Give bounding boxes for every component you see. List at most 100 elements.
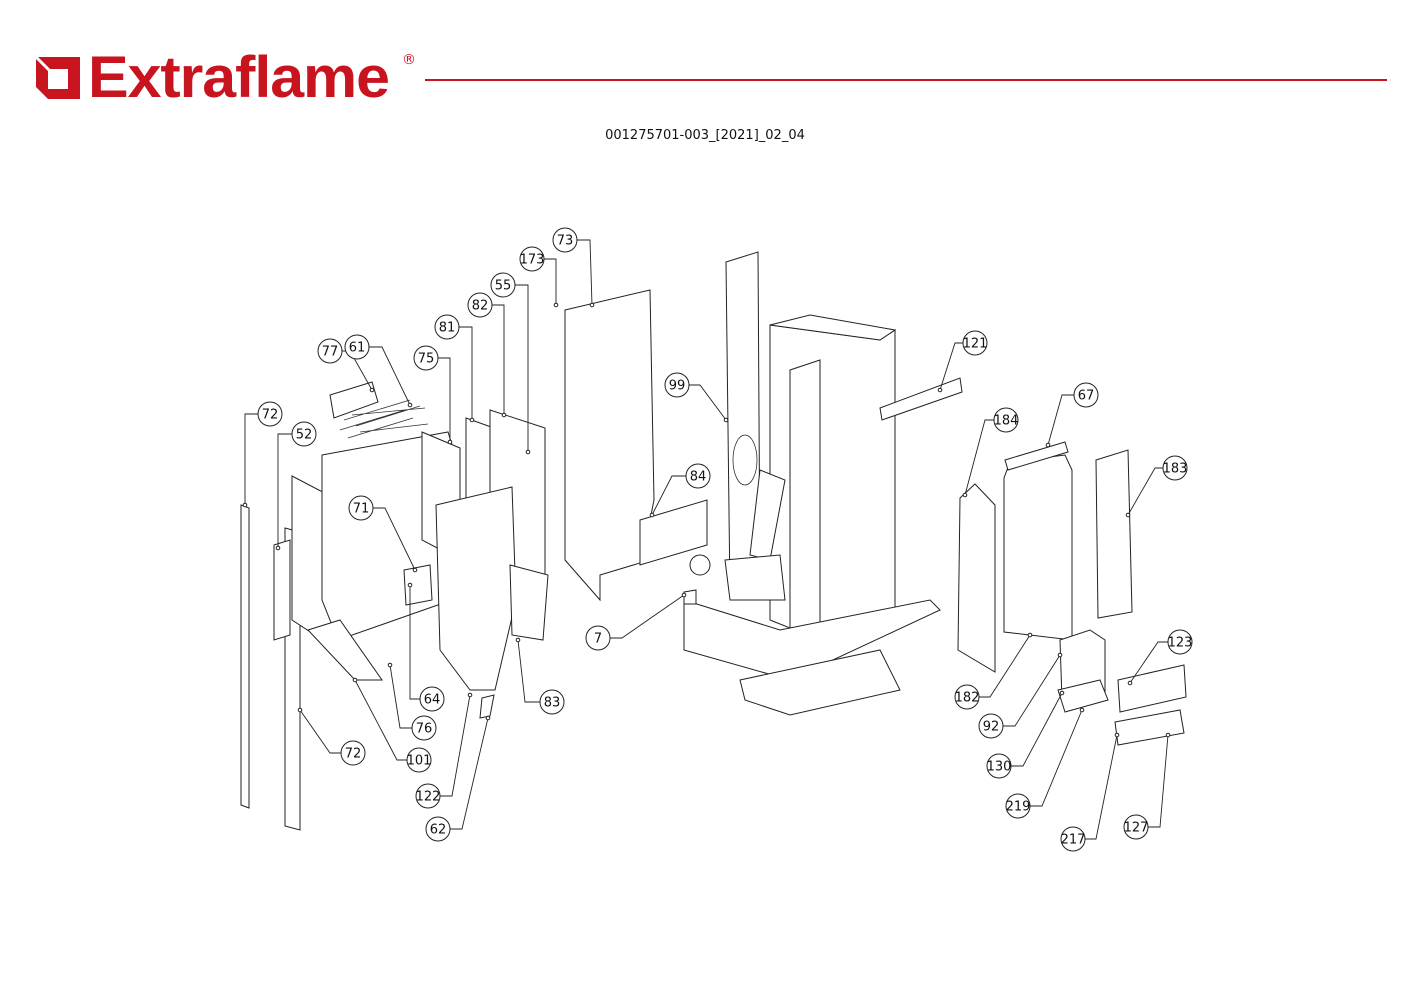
leader-arrow-icon (469, 417, 475, 423)
leader-line (1047, 394, 1074, 446)
leader-line (544, 258, 557, 305)
callout-number: 123 (1168, 636, 1193, 651)
leader-line (517, 639, 540, 703)
callout-number: 184 (994, 414, 1019, 429)
callout-circle (993, 407, 1019, 433)
part-callout-61: 61 (344, 334, 413, 408)
callout-circle (685, 463, 711, 489)
callout-number: 219 (1006, 800, 1031, 815)
part-callout-81: 81 (434, 314, 475, 423)
callout-number: 72 (345, 747, 362, 762)
part-callout-73: 73 (552, 227, 595, 308)
callout-circle (954, 684, 980, 710)
part-callout-75: 75 (413, 345, 453, 445)
part-callout-72: 72 (297, 707, 366, 766)
leader-line (409, 585, 420, 700)
leader-arrow-icon (1127, 680, 1133, 686)
callout-circle (978, 713, 1004, 739)
leader-arrow-icon (387, 662, 393, 668)
part-callout-67: 67 (1045, 382, 1099, 448)
leader-line (354, 679, 407, 761)
part-callout-122: 122 (415, 692, 473, 809)
leader-line (244, 413, 258, 505)
callout-circle (411, 715, 437, 741)
callout-number: 122 (416, 790, 441, 805)
part-callout-83: 83 (515, 637, 565, 715)
callout-circle (986, 753, 1012, 779)
callout-circle (552, 227, 578, 253)
callout-number: 92 (983, 720, 1000, 735)
leader-arrow-icon (962, 492, 968, 498)
leader-line (277, 433, 292, 548)
callout-number: 61 (349, 341, 366, 356)
leader-line (1003, 654, 1061, 727)
leader-line (1127, 467, 1163, 516)
part-callout-127: 127 (1123, 732, 1171, 840)
callout-number: 55 (495, 279, 512, 294)
part-callout-123: 123 (1127, 629, 1193, 686)
part-callout-84: 84 (649, 463, 711, 518)
callout-circle (1123, 814, 1149, 840)
leader-arrow-icon (1125, 512, 1131, 518)
part-callout-121: 121 (937, 330, 988, 393)
leader-arrow-icon (501, 412, 507, 418)
part-callout-77: 77 (317, 338, 375, 393)
callout-circle (539, 689, 565, 715)
callout-number: 101 (407, 754, 432, 769)
callout-circle (1073, 382, 1099, 408)
leader-arrow-icon (297, 707, 303, 713)
leader-line (979, 634, 1031, 698)
part-callout-130: 130 (986, 690, 1065, 779)
leader-line (369, 346, 411, 406)
part-callout-7: 7 (585, 592, 687, 651)
part-callout-55: 55 (490, 272, 531, 455)
brand-logo: Extraflame (34, 48, 390, 108)
leader-arrow-icon (242, 502, 248, 508)
callout-circle (1162, 455, 1188, 481)
leader-arrow-icon (412, 567, 418, 573)
leader-arrow-icon (1027, 632, 1033, 638)
leader-line (577, 239, 593, 306)
callout-number: 121 (963, 337, 988, 352)
callout-number: 72 (262, 408, 279, 423)
leader-arrow-icon (369, 387, 375, 393)
leader-line (610, 594, 685, 639)
part-callout-72: 72 (242, 401, 283, 508)
callout-circle (467, 292, 493, 318)
part-callout-173: 173 (519, 246, 559, 308)
part-callout-219: 219 (1005, 707, 1085, 819)
callout-number: 99 (669, 379, 686, 394)
callout-number: 76 (416, 722, 433, 737)
leader-line (939, 342, 963, 391)
callout-circle (317, 338, 343, 364)
callout-circle (1005, 793, 1031, 819)
leader-line (651, 475, 686, 516)
part-callout-64: 64 (407, 582, 445, 712)
parts (240, 251, 1187, 831)
leader-arrow-icon (1079, 707, 1085, 713)
leader-line (964, 419, 994, 496)
callout-number: 217 (1061, 833, 1086, 848)
leader-arrow-icon (485, 715, 491, 721)
callout-circle (664, 372, 690, 398)
leader-arrow-icon (407, 582, 413, 588)
leader-line (389, 664, 412, 729)
callout-circle (340, 740, 366, 766)
callout-number: 182 (955, 691, 980, 706)
part-callout-99: 99 (664, 372, 729, 423)
leader-arrow-icon (467, 692, 473, 698)
callout-number: 67 (1078, 389, 1095, 404)
leader-line (438, 357, 451, 442)
part-callout-76: 76 (387, 662, 437, 741)
leader-arrow-icon (275, 545, 281, 551)
leader-arrow-icon (723, 417, 729, 423)
leader-line (440, 694, 471, 797)
callout-circle (490, 272, 516, 298)
leader-line (450, 717, 489, 830)
callout-circle (419, 686, 445, 712)
callout-number: 7 (594, 632, 602, 647)
leader-line (373, 507, 416, 571)
callout-number: 71 (353, 502, 370, 517)
callout-circle (291, 421, 317, 447)
